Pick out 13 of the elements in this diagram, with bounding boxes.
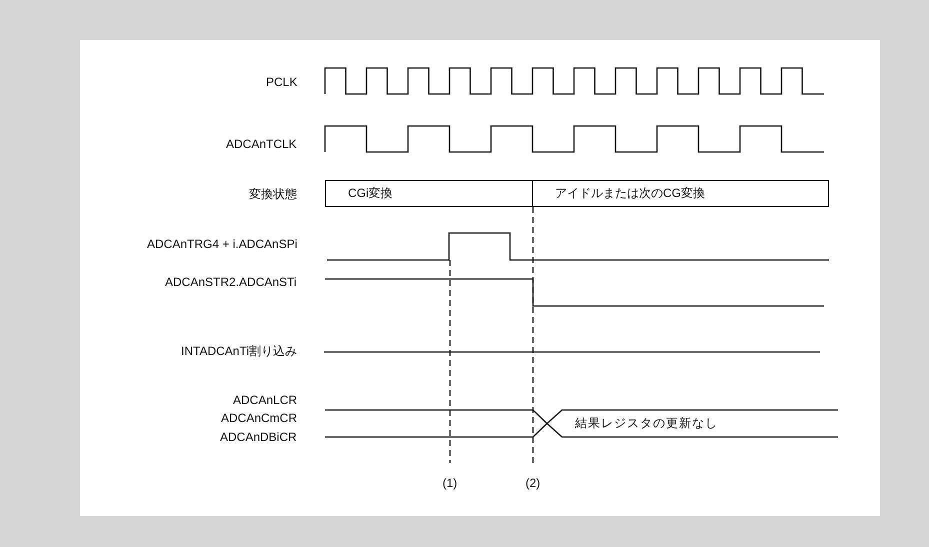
signal-label: ADCAnCmCR [221, 411, 298, 425]
signal-label: 変換状態 [249, 187, 297, 201]
signal-label: ADCAnLCR [233, 393, 298, 407]
signal-label: ADCAnDBiCR [220, 430, 297, 444]
state-box: アイドルまたは次のCG変換 [532, 180, 829, 207]
signal-label: INTADCAnTi割り込み [181, 344, 298, 358]
signal-label: PCLK [266, 75, 298, 89]
signal-label: ADCAnTCLK [226, 137, 297, 151]
timing-marker-label: (2) [526, 476, 540, 490]
signal-label: ADCAnSTR2.ADCAnSTi [165, 275, 297, 289]
timing-marker-label: (1) [442, 476, 458, 490]
signal-label: ADCAnTRG4 + i.ADCAnSPi [147, 237, 298, 251]
state-box: CGi変換 [325, 180, 533, 207]
